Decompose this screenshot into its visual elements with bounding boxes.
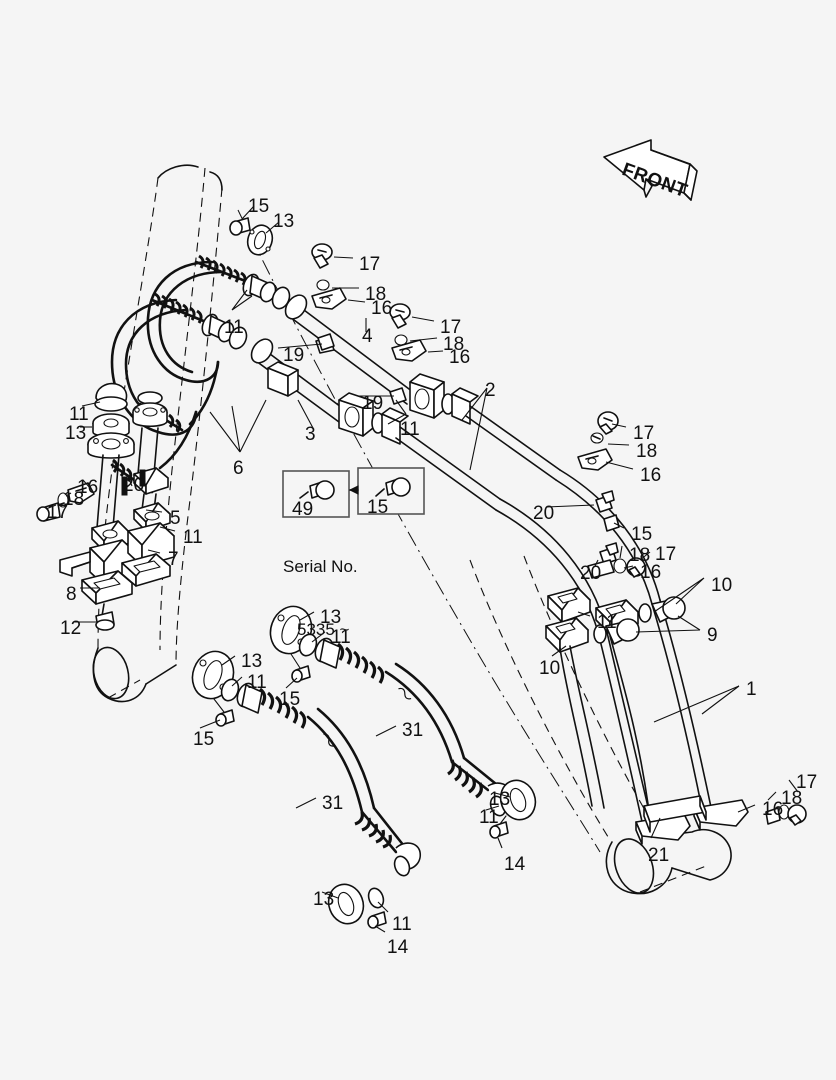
center-line — [237, 209, 601, 853]
serial-note-line1: Serial No. — [283, 556, 358, 576]
clamp-19-a — [317, 333, 335, 351]
callout-number: 15 — [279, 689, 301, 710]
lower-hose-right-31 — [269, 605, 537, 839]
main-tube-4 — [284, 294, 561, 481]
callout-number: 6 — [233, 458, 244, 479]
clamp-19-b — [389, 387, 407, 405]
callout-number: 18 — [781, 788, 803, 809]
inset-box-49 — [282, 470, 350, 518]
callout-number: 9 — [707, 625, 718, 646]
callout-number: 13 — [489, 789, 511, 810]
callout-number: 4 — [362, 326, 373, 347]
leader-lines — [45, 205, 807, 933]
callout-number: 17 — [655, 544, 677, 565]
callout-number: 8 — [66, 584, 77, 605]
callout-number: 11 — [183, 527, 203, 548]
callout-number: 12 — [60, 618, 82, 639]
callout-number: 14 — [387, 937, 409, 958]
callout-number: 21 — [648, 845, 670, 866]
upper-bracket-group-2 — [389, 303, 427, 362]
callout-number: 17 — [633, 423, 655, 444]
callout-number: 17 — [47, 502, 69, 523]
right-valve-cluster — [545, 411, 686, 809]
callout-number: 20 — [123, 475, 145, 496]
callout-number: 10 — [539, 658, 561, 679]
callout-number: 11 — [331, 627, 351, 648]
callout-number: 15 — [367, 497, 389, 518]
callout-number: 11 — [597, 612, 617, 633]
callout-number: 10 — [711, 575, 733, 596]
callout-number: 18 — [443, 334, 465, 355]
callout-number: 18 — [629, 545, 651, 566]
callout-number: 11 — [479, 807, 499, 828]
callout-number: 15 — [193, 729, 215, 750]
callout-number: 13 — [65, 423, 87, 444]
callout-number: 16 — [640, 465, 662, 486]
callout-number: 19 — [362, 393, 384, 414]
callout-number: 11 — [392, 914, 412, 935]
callout-number: 19 — [283, 345, 305, 366]
callout-number: 49 — [292, 499, 314, 520]
upper-bracket-group-1 — [311, 243, 347, 310]
serial-note-line2: 5335 ~ — [297, 620, 350, 640]
curved-pipes-right — [495, 469, 749, 845]
callout-number: 2 — [485, 380, 496, 401]
callout-number: 5 — [170, 508, 181, 529]
boom-outline-right — [469, 555, 732, 895]
callout-number: 13 — [320, 607, 342, 628]
callout-number: 18 — [63, 489, 85, 510]
callout-number: 15 — [248, 196, 270, 217]
callout-number: 18 — [636, 441, 658, 462]
callout-number: 13 — [241, 651, 263, 672]
callout-number: 20 — [580, 563, 602, 584]
callout-number: 20 — [533, 503, 555, 524]
top-fastener-group — [229, 217, 274, 256]
inset-transfer-arrow — [348, 485, 359, 495]
callout-number: 13 — [313, 889, 335, 910]
serial-note: Serial No. 5335 ~ — [283, 513, 358, 683]
callout-number: 31 — [322, 793, 344, 814]
callout-number: 16 — [762, 799, 784, 820]
callout-number: 7 — [168, 549, 179, 570]
front-arrow-icon: FRONT — [603, 139, 698, 202]
callout-number: 13 — [273, 211, 295, 232]
callout-number: 11 — [224, 317, 244, 338]
callout-number: 14 — [504, 854, 526, 875]
callout-number: 16 — [449, 347, 471, 368]
callout-number: 17 — [359, 254, 381, 275]
callout-number: 17 — [796, 772, 818, 793]
callout-number: 11 — [400, 419, 420, 440]
inset-box-15 — [357, 467, 425, 515]
callout-number: 11 — [247, 672, 267, 693]
callout-number: 11 — [69, 404, 89, 425]
callout-number: 1 — [746, 679, 757, 700]
callout-number: 16 — [640, 562, 662, 583]
callout-number: 17 — [440, 317, 462, 338]
main-tube-3 — [250, 338, 501, 511]
callout-number: 3 — [305, 424, 316, 445]
callout-number: 18 — [365, 284, 387, 305]
lower-hose-left-31 — [191, 650, 422, 929]
callout-number: 15 — [631, 524, 653, 545]
callout-number: 16 — [371, 298, 393, 319]
callout-number: 31 — [402, 720, 424, 741]
callout-number: 16 — [77, 477, 99, 498]
